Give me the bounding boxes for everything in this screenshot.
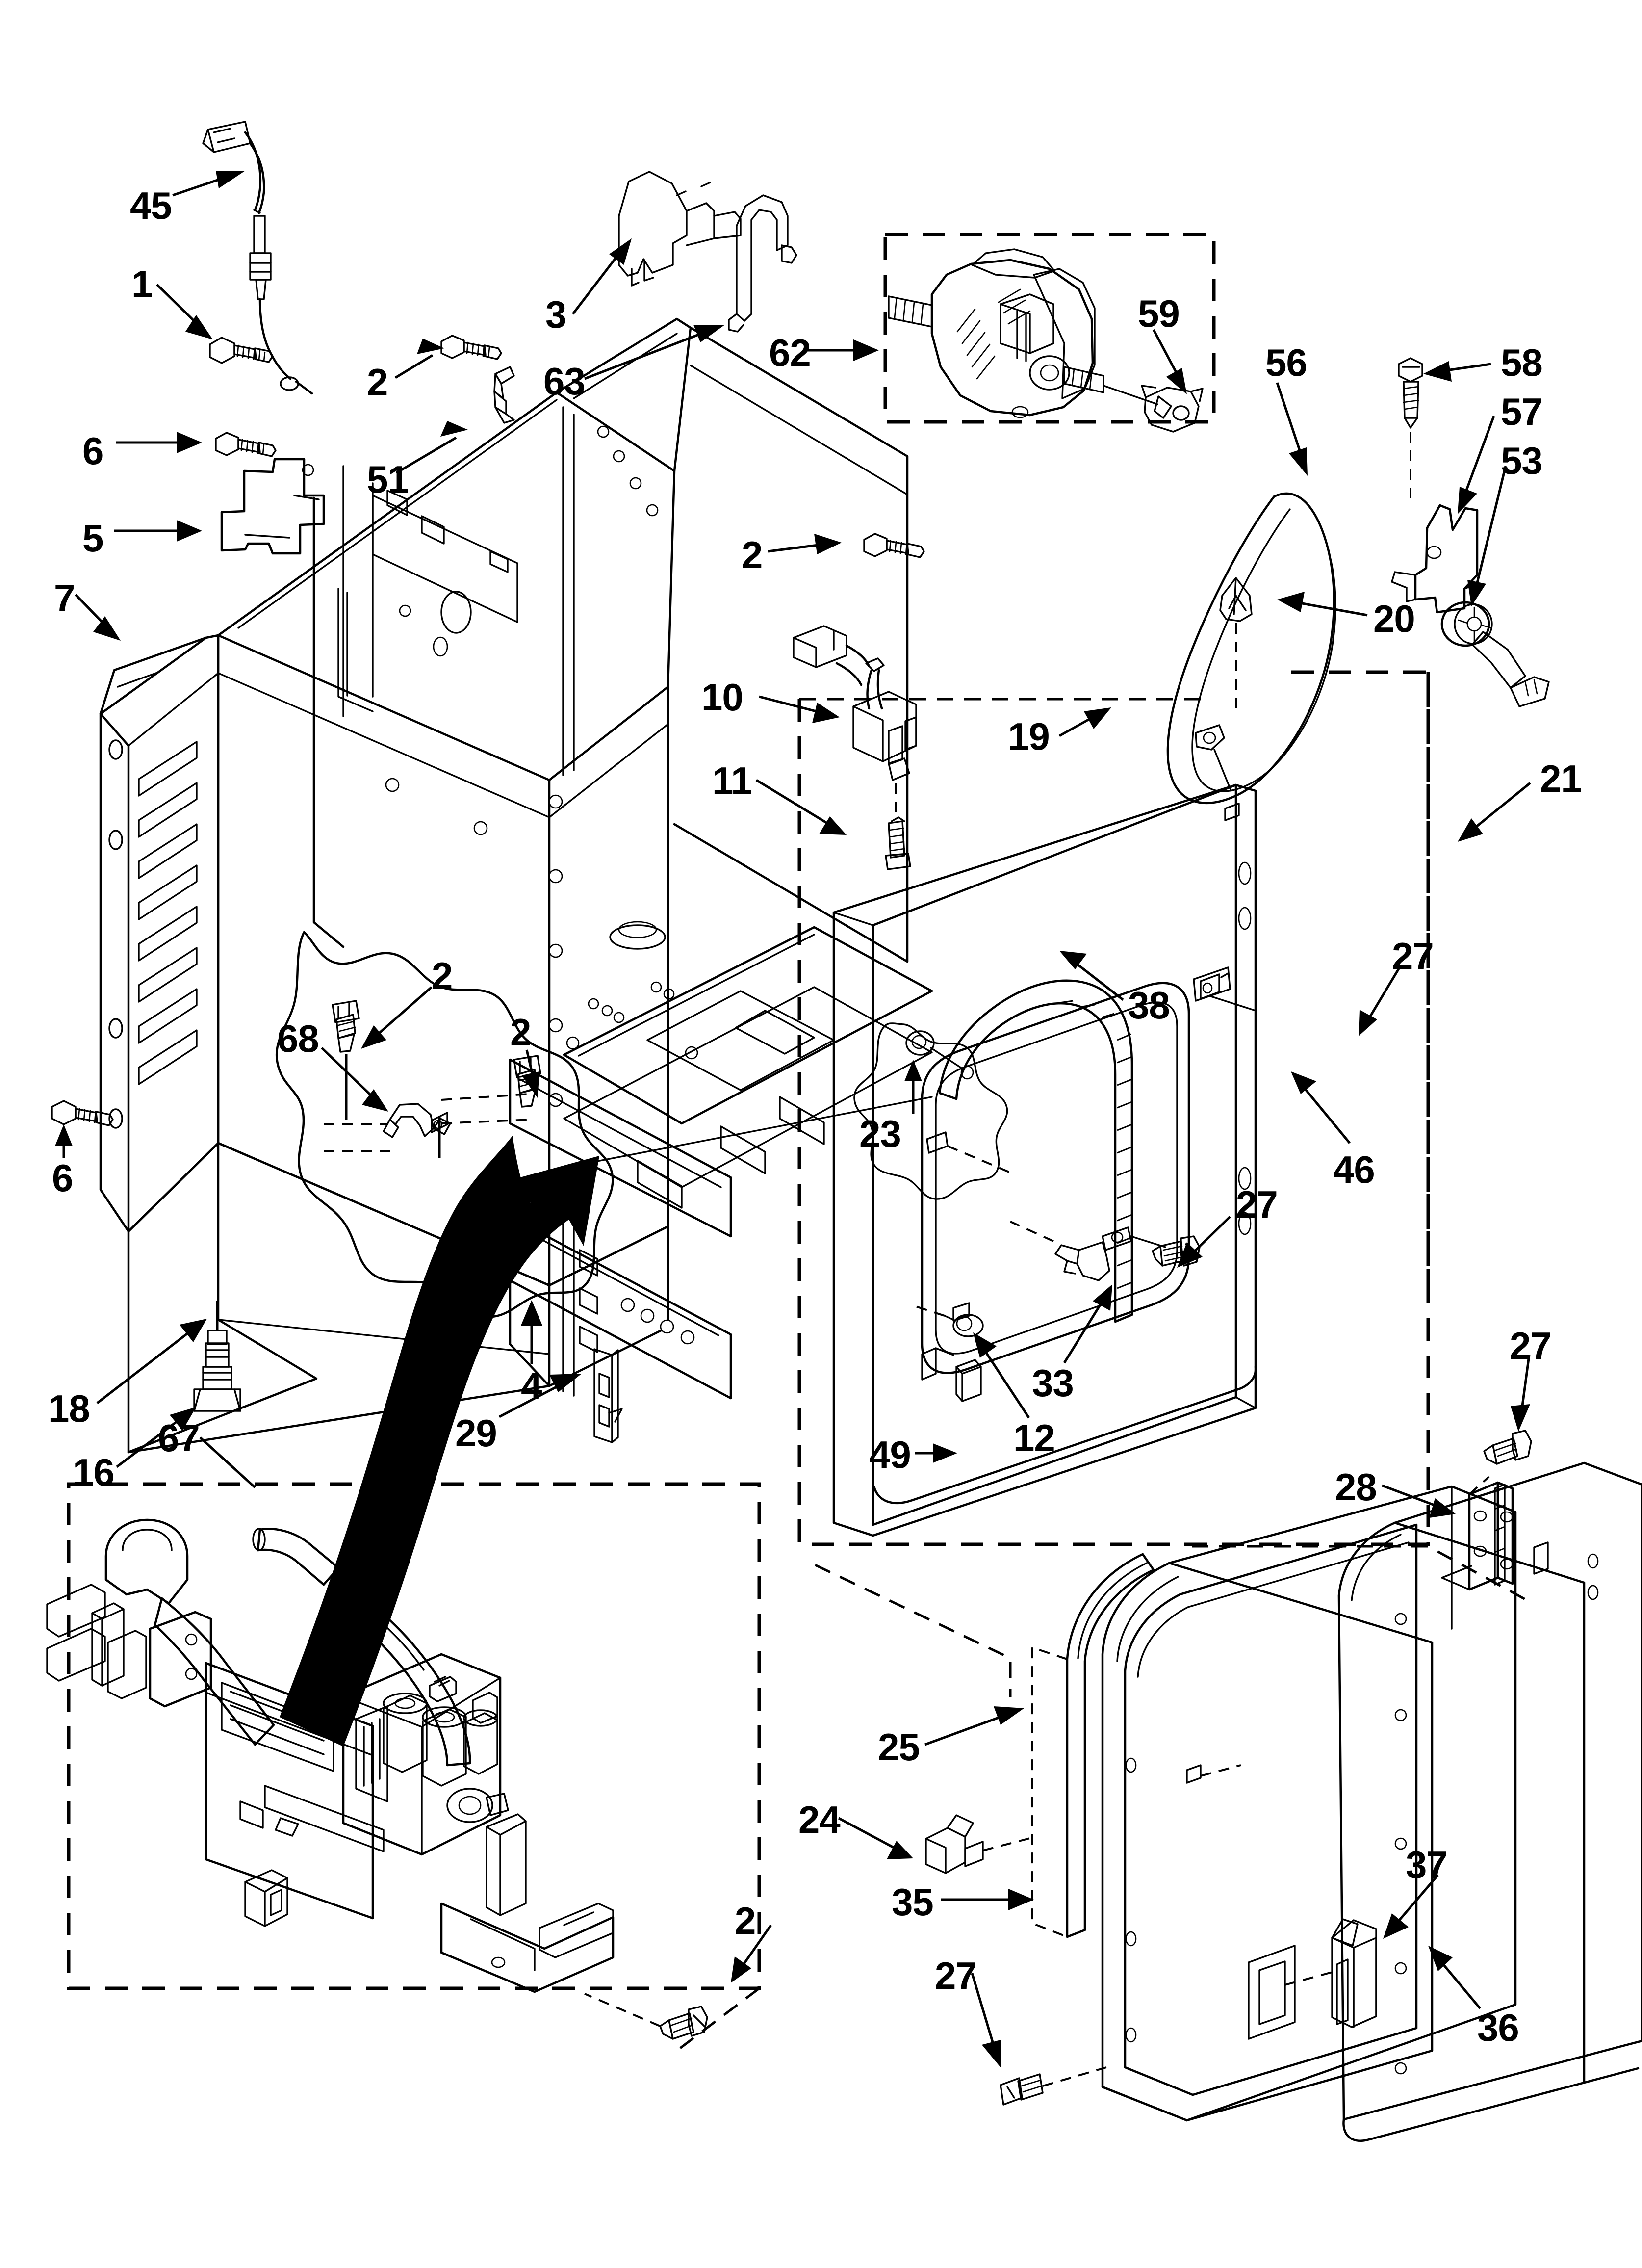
callout-53: 53 (1501, 439, 1543, 482)
callout-45: 45 (130, 184, 172, 227)
callout-46: 46 (1333, 1148, 1375, 1191)
part-59-clip-nut (1141, 385, 1204, 433)
front-panel-assembly (832, 724, 1257, 1537)
part-56-drive-belt (1166, 492, 1336, 804)
callout-58: 58 (1501, 341, 1543, 384)
part-5-bracket (220, 458, 325, 555)
front-panel-group-box (797, 670, 1430, 1546)
leader-lines (75, 171, 1531, 2067)
callout-24: 24 (798, 1798, 841, 1841)
callout-1: 1 (131, 262, 153, 306)
part-1-thermostat (249, 215, 313, 395)
burner-detail-box (67, 1482, 761, 2052)
callout-51: 51 (367, 458, 409, 501)
callout-59: 59 (1138, 292, 1180, 335)
callout-37: 37 (1406, 1843, 1448, 1886)
control-bracket (337, 490, 518, 712)
callout-6-lower: 6 (52, 1156, 73, 1199)
callout-2-c: 2 (432, 954, 453, 997)
screw-6-lower (51, 1100, 114, 1158)
screw-58 (1398, 357, 1423, 506)
part-37-handle (1331, 1918, 1377, 2028)
callout-5: 5 (82, 517, 103, 560)
callout-38: 38 (1128, 984, 1170, 1027)
part-29-bracket (593, 1348, 623, 1443)
screw-27-hinge (1483, 1430, 1532, 1465)
screw-11 (885, 816, 911, 870)
callout-35: 35 (892, 1880, 934, 1924)
cabinet-assembly (99, 317, 933, 1454)
callout-20: 20 (1373, 597, 1415, 640)
detail-zoom-arrow (280, 1136, 599, 1747)
part-57-bracket (1391, 504, 1479, 614)
callout-23: 23 (859, 1112, 901, 1155)
breakout-cloud (275, 931, 614, 1318)
callout-4: 4 (521, 1364, 542, 1408)
callout-36: 36 (1477, 2006, 1519, 2049)
part-45-harness (202, 121, 265, 214)
screw-2-top (440, 335, 502, 360)
callout-57: 57 (1501, 390, 1543, 433)
part-62-motor (888, 248, 1158, 418)
callout-27-c: 27 (1510, 1324, 1552, 1367)
part-20-clip (1219, 577, 1253, 710)
callout-11: 11 (712, 759, 752, 802)
part-16-leveling-leg (193, 1301, 241, 1412)
part-38-drum-seal (853, 979, 1133, 1323)
part-3-bracket (618, 171, 742, 287)
screw-6-upper (215, 432, 277, 457)
callout-3: 3 (545, 293, 566, 336)
motor-detail-box (883, 233, 1216, 424)
callout-7: 7 (54, 576, 75, 620)
callout-21: 21 (1540, 757, 1582, 800)
callout-68: 68 (277, 1017, 319, 1060)
screw-2e (584, 1993, 708, 2040)
screw-2c (332, 1000, 360, 1120)
part-12-grommet (914, 1305, 984, 1337)
screw-27-door (1000, 2066, 1107, 2106)
callout-63: 63 (543, 360, 586, 403)
callout-67: 67 (158, 1416, 200, 1460)
part-49-spacer (921, 1347, 982, 1402)
callout-16: 16 (73, 1451, 115, 1494)
callout-2-d: 2 (510, 1011, 531, 1054)
door-group-dashed (814, 1545, 1526, 1697)
callout-27-a: 27 (1392, 935, 1434, 978)
part-53-idler (1440, 601, 1550, 707)
callout-49: 49 (869, 1433, 911, 1476)
screw-2-mid (863, 533, 925, 558)
callout-33: 33 (1032, 1361, 1074, 1405)
callout-18: 18 (48, 1387, 90, 1430)
callout-2-e: 2 (735, 1899, 756, 1942)
part-67-burner-assembly (46, 1518, 615, 1993)
callout-19: 19 (1008, 715, 1050, 758)
door-assembly (1031, 1461, 1642, 2142)
bulkhead-top (563, 921, 933, 1209)
part-63-retainer (728, 194, 797, 333)
clamp-68 (383, 1103, 451, 1138)
callout-56: 56 (1265, 341, 1308, 384)
callout-25: 25 (878, 1725, 920, 1769)
callout-12: 12 (1013, 1416, 1055, 1460)
callout-27-d: 27 (935, 1954, 977, 1997)
callout-27-b: 27 (1236, 1183, 1278, 1226)
screw-1 (209, 337, 274, 364)
callout-2-mid: 2 (742, 533, 763, 576)
part-24-strike (925, 1814, 1032, 1874)
callout-28: 28 (1335, 1465, 1377, 1509)
part-51-clip (493, 366, 515, 424)
callout-62: 62 (769, 331, 811, 374)
part-10-door-switch (793, 625, 917, 820)
callout-6-upper: 6 (82, 429, 103, 472)
callout-29: 29 (455, 1411, 497, 1455)
part-33-wire-clip (1010, 1221, 1166, 1281)
callout-2-top: 2 (367, 361, 388, 404)
callout-10: 10 (701, 676, 744, 719)
